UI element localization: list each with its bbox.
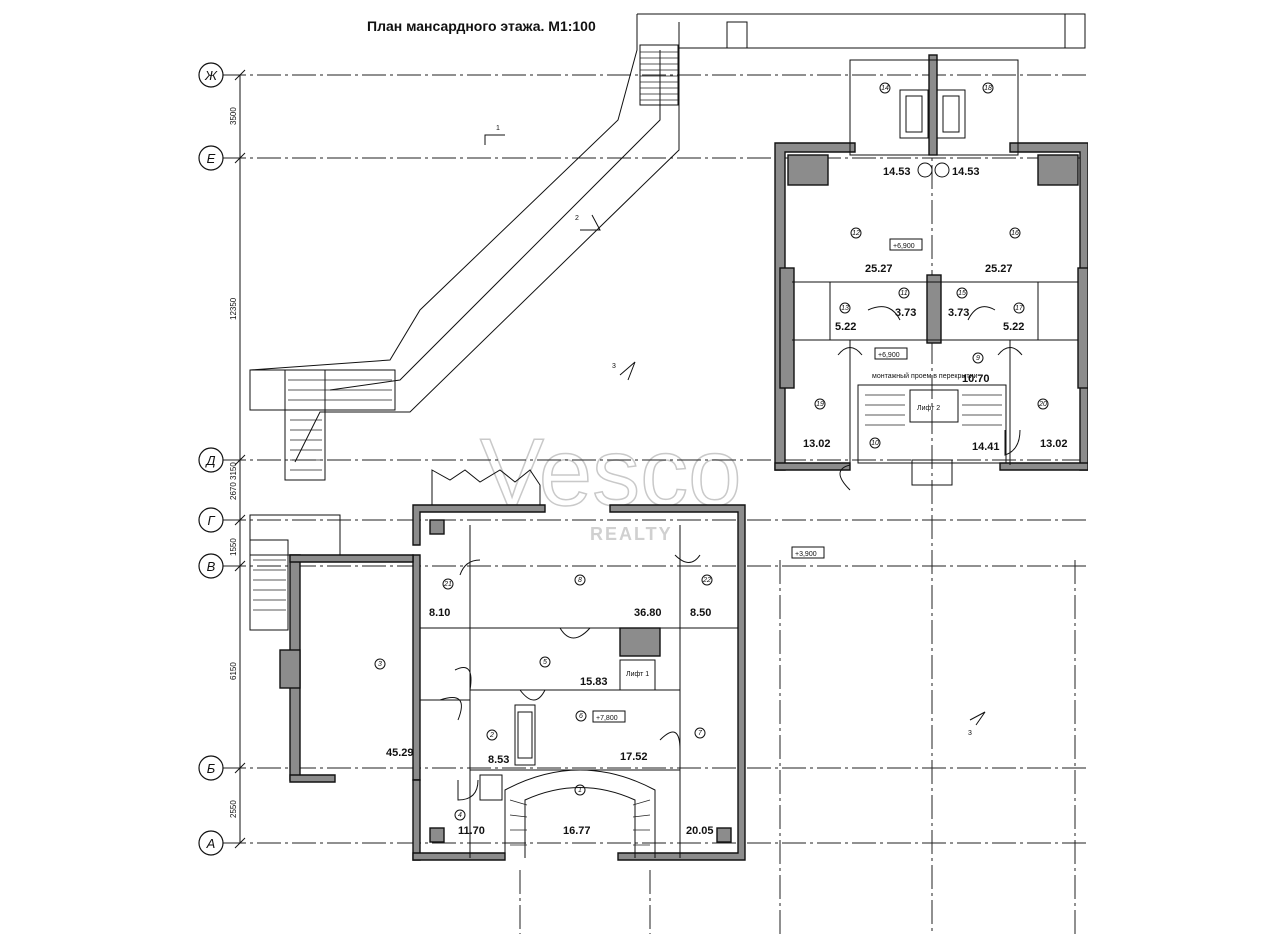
area-r8: 5.22 bbox=[1003, 321, 1024, 333]
area-r6: 3.73 bbox=[895, 307, 916, 319]
room-number-markers: 14 18 12 16 13 11 15 17 9 19 10 20 21 8 … bbox=[374, 82, 1049, 821]
left-block-areas: 8.10 36.80 8.50 15.83 45.29 8.53 17.52 1… bbox=[386, 607, 714, 837]
area-r11: 14.41 bbox=[972, 441, 1000, 453]
watermark-sub: REALTY bbox=[590, 524, 673, 544]
left-stair bbox=[249, 369, 396, 631]
left-building bbox=[279, 469, 746, 861]
level-mark-3: +3,900 bbox=[795, 551, 817, 558]
level-mark-2: +6,900 bbox=[878, 352, 900, 359]
area-r9: 10.70 bbox=[962, 373, 990, 385]
area-r5: 5.22 bbox=[835, 321, 856, 333]
area-l6: 8.53 bbox=[488, 754, 509, 766]
dim-5: 1550 bbox=[229, 538, 238, 556]
room-num: 6 bbox=[579, 713, 583, 720]
elevator-2-label: Лифт 2 bbox=[917, 405, 940, 412]
room-num: 4 bbox=[458, 812, 462, 819]
area-l1: 8.10 bbox=[429, 607, 450, 619]
opening-note: монтажный проем в перекрытии bbox=[872, 372, 977, 380]
axis-label-a: А bbox=[206, 836, 216, 851]
room-num: 18 bbox=[984, 85, 992, 92]
page-margin bbox=[1088, 0, 1280, 934]
area-r1: 14.53 bbox=[883, 166, 911, 178]
room-num: 20 bbox=[1038, 401, 1047, 408]
watermark: Vesco REALTY bbox=[479, 418, 742, 544]
dim-1: 3500 bbox=[229, 107, 238, 125]
room-num: 3 bbox=[378, 661, 382, 668]
section-mark-1: 1 bbox=[496, 125, 500, 132]
section-marks: 1 2 3 3 bbox=[484, 125, 986, 737]
dim-3: 3150 bbox=[229, 462, 238, 480]
axis-label-d: Д bbox=[204, 453, 215, 468]
area-r3: 25.27 bbox=[865, 263, 893, 275]
area-r12: 13.02 bbox=[1040, 438, 1068, 450]
room-num: 8 bbox=[578, 577, 582, 584]
area-l5: 45.29 bbox=[386, 747, 414, 759]
dim-7: 2550 bbox=[229, 800, 238, 818]
axis-label-b: Б bbox=[207, 761, 216, 776]
right-block-areas: 14.53 14.53 25.27 25.27 5.22 3.73 3.73 5… bbox=[803, 166, 1068, 453]
area-r4: 25.27 bbox=[985, 263, 1013, 275]
area-l9: 16.77 bbox=[563, 825, 591, 837]
area-l8: 11.70 bbox=[458, 825, 485, 837]
axis-label-v: В bbox=[207, 559, 216, 574]
room-num: 7 bbox=[698, 730, 703, 737]
diagonal-gallery bbox=[249, 13, 1086, 463]
section-mark-3a: 3 bbox=[612, 363, 616, 370]
elevator-1-label: Лифт 1 bbox=[626, 671, 649, 678]
area-l10: 20.05 bbox=[686, 825, 714, 837]
room-num: 12 bbox=[852, 230, 860, 237]
dimension-chain: 3500 12350 3150 2670 1550 6150 2550 bbox=[229, 69, 246, 849]
room-num: 2 bbox=[489, 732, 494, 739]
room-num: 1 bbox=[578, 787, 582, 794]
area-r10: 13.02 bbox=[803, 438, 831, 450]
dim-2: 12350 bbox=[229, 297, 238, 320]
section-mark-2: 2 bbox=[575, 215, 579, 222]
room-num: 16 bbox=[1011, 230, 1019, 237]
axis-label-e: Е bbox=[207, 151, 216, 166]
area-l7: 17.52 bbox=[620, 751, 648, 763]
area-r7: 3.73 bbox=[948, 307, 969, 319]
axis-label-zh: Ж bbox=[204, 68, 218, 83]
section-mark-3b: 3 bbox=[968, 730, 972, 737]
room-num: 22 bbox=[702, 577, 711, 584]
area-l3: 8.50 bbox=[690, 607, 711, 619]
level-marks: +6,900 +6,900 +3,900 +7,800 Лифт 2 Лифт … bbox=[592, 238, 977, 723]
right-building bbox=[774, 54, 1089, 491]
dim-6: 6150 bbox=[229, 662, 238, 680]
drawing-title: План мансардного этажа. М1:100 bbox=[367, 18, 596, 34]
grid-axes bbox=[222, 60, 1088, 934]
axis-bubbles: Ж Е Д Г В Б А bbox=[198, 62, 224, 856]
level-mark-1: +6,900 bbox=[893, 243, 915, 250]
room-num: 21 bbox=[443, 581, 452, 588]
room-num: 9 bbox=[976, 355, 980, 362]
room-num: 15 bbox=[958, 290, 966, 297]
room-num: 10 bbox=[871, 440, 879, 447]
room-num: 11 bbox=[900, 290, 907, 297]
room-num: 14 bbox=[881, 85, 889, 92]
dim-4: 2670 bbox=[229, 482, 238, 500]
area-r2: 14.53 bbox=[952, 166, 980, 178]
room-num: 19 bbox=[816, 401, 824, 408]
room-num: 5 bbox=[543, 659, 547, 666]
area-l2: 36.80 bbox=[634, 607, 662, 619]
level-mark-4: +7,800 bbox=[596, 715, 618, 722]
area-l4: 15.83 bbox=[580, 676, 608, 688]
room-num: 17 bbox=[1015, 305, 1024, 312]
room-num: 13 bbox=[841, 305, 849, 312]
axis-label-g: Г bbox=[207, 513, 215, 528]
